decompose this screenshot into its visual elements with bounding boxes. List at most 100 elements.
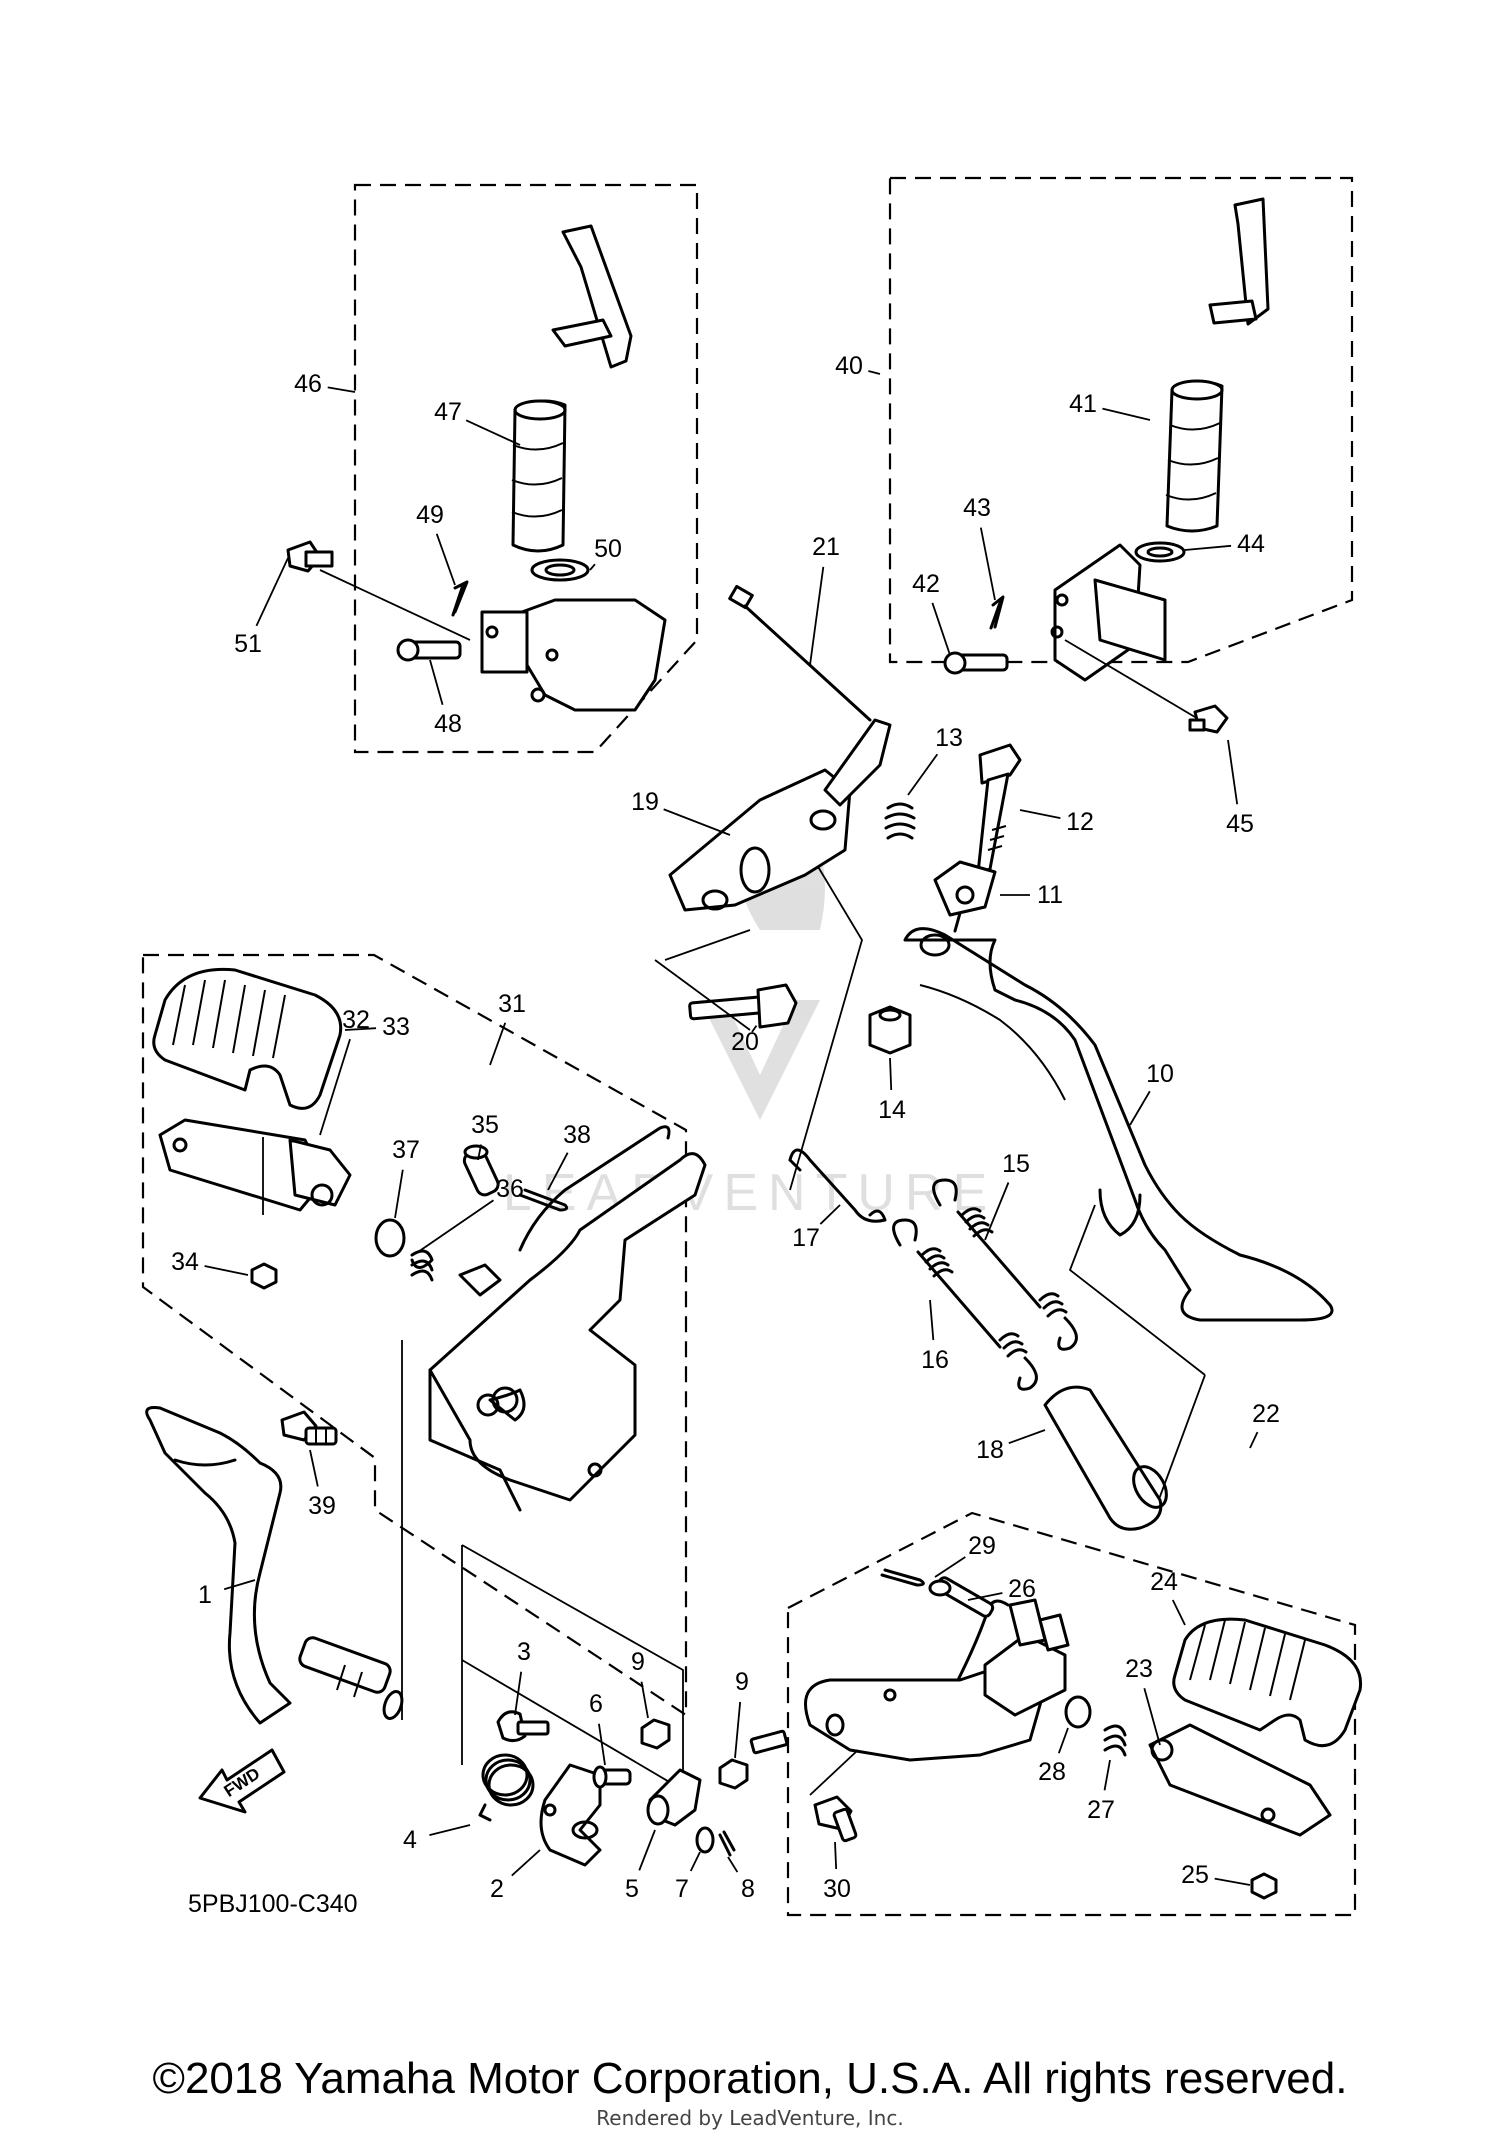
leader-line-40 (868, 370, 881, 375)
bolt-51 (286, 540, 471, 641)
part-label-37: 37 (392, 1136, 420, 1164)
leader-line-26 (967, 1592, 1003, 1601)
diagram-code: 5PBJ100-C340 (188, 1890, 358, 1918)
pin-48 (396, 638, 462, 662)
brake-pedal-boundary (401, 1340, 684, 1792)
part-label-4: 4 (403, 1826, 417, 1854)
part-label-46: 46 (294, 370, 322, 398)
washer-7 (695, 1826, 715, 1854)
leader-line-47 (465, 419, 521, 446)
leader-line-45 (1227, 739, 1239, 805)
part-label-42: 42 (912, 570, 940, 598)
part-label-47: 47 (434, 398, 462, 426)
leader-line-3 (514, 1671, 523, 1716)
part-label-31: 31 (498, 990, 526, 1018)
bolt-3 (496, 1710, 550, 1743)
bolt-20 (654, 929, 798, 1031)
leader-line-9 (640, 1681, 649, 1719)
part-label-3: 3 (517, 1638, 531, 1666)
leader-line-48 (429, 659, 444, 705)
part-label-11: 11 (1037, 881, 1063, 909)
footrest-peg-rubber-41 (1165, 197, 1270, 533)
part-label-43: 43 (963, 494, 991, 522)
part-label-49: 49 (416, 501, 444, 529)
spring-27 (1103, 1724, 1127, 1757)
footrest-rubber-24 (1172, 1617, 1363, 1748)
spring-17 (788, 1148, 887, 1223)
side-stand-bracket-19 (668, 718, 892, 912)
part-label-10: 10 (1146, 1060, 1174, 1088)
part-label-34: 34 (171, 1248, 199, 1276)
arm-2 (539, 1763, 602, 1867)
part-label-8: 8 (741, 1875, 755, 1903)
bolt-39 (280, 1410, 338, 1446)
part-label-18: 18 (976, 1436, 1004, 1464)
leader-line-51 (255, 557, 289, 627)
part-label-29: 29 (968, 1532, 996, 1560)
part-label-15: 15 (1002, 1150, 1030, 1178)
leader-line-13 (907, 753, 939, 796)
part-label-22: 22 (1252, 1400, 1280, 1428)
leader-line-10 (1129, 1090, 1151, 1126)
cotter-pin-38 (518, 1188, 569, 1212)
leader-line-37 (394, 1169, 404, 1219)
cotter-pin-29 (880, 1568, 925, 1587)
leader-line-14 (889, 1057, 893, 1091)
leader-line-4 (429, 1824, 471, 1837)
plate-11 (933, 860, 997, 933)
nut-25 (1250, 1872, 1278, 1900)
part-label-28: 28 (1038, 1758, 1066, 1786)
rendered-by-text: Rendered by LeadVenture, Inc. (596, 2106, 904, 2130)
part-label-21: 21 (812, 533, 840, 561)
nut-9-left (640, 1718, 671, 1750)
washer-44 (1134, 541, 1186, 563)
pin-42 (943, 651, 1009, 675)
leader-line-19 (663, 808, 731, 836)
leader-line-50 (589, 563, 596, 571)
copyright-text: ©2018 Yamaha Motor Corporation, U.S.A. A… (152, 2054, 1348, 2103)
assembly-outline-46 (353, 183, 699, 754)
leader-line-6 (598, 1723, 606, 1766)
part-label-45: 45 (1226, 810, 1254, 838)
side-stand-10 (903, 927, 1334, 1322)
joint-5 (646, 1768, 702, 1827)
leader-line-25 (1214, 1877, 1251, 1886)
part-label-25: 25 (1181, 1861, 1209, 1889)
footrest-bracket-46 (480, 598, 667, 712)
footrest-clevis (983, 1598, 1070, 1717)
part-label-41: 41 (1069, 390, 1097, 418)
part-label-2: 2 (490, 1875, 504, 1903)
part-label-16: 16 (921, 1346, 949, 1374)
rod-end (749, 1729, 789, 1755)
leader-line-27 (1103, 1759, 1111, 1791)
part-label-7: 7 (675, 1875, 689, 1903)
pin-26 (928, 1576, 995, 1618)
spring-16 (892, 1218, 1038, 1391)
part-label-23: 23 (1125, 1655, 1153, 1683)
part-label-13: 13 (935, 724, 963, 752)
leader-line-38 (547, 1152, 569, 1191)
spring-15 (932, 1178, 1078, 1351)
leader-line-34 (204, 1265, 249, 1276)
part-label-24: 24 (1150, 1568, 1178, 1596)
spring-36 (410, 1249, 434, 1282)
nut-14 (868, 1005, 912, 1055)
leader-line-17 (819, 1204, 841, 1225)
leader-line-16 (929, 1299, 935, 1341)
leader-line-20 (751, 1025, 758, 1033)
leader-line-2 (511, 1849, 541, 1877)
part-label-40: 40 (835, 352, 863, 380)
bolt-30 (809, 1749, 859, 1843)
assembly-outline-40 (888, 176, 1354, 664)
leader-line-39 (309, 1449, 319, 1487)
bolt-45 (1064, 639, 1229, 734)
leader-line-35 (477, 1144, 482, 1161)
leader-line-43 (979, 527, 996, 601)
leader-line-31 (489, 1022, 507, 1066)
part-label-6: 6 (589, 1690, 603, 1718)
part-label-5: 5 (625, 1875, 639, 1903)
leader-line-29 (934, 1556, 966, 1578)
leader-line-7 (689, 1851, 701, 1872)
leader-line-22 (1249, 1431, 1259, 1449)
